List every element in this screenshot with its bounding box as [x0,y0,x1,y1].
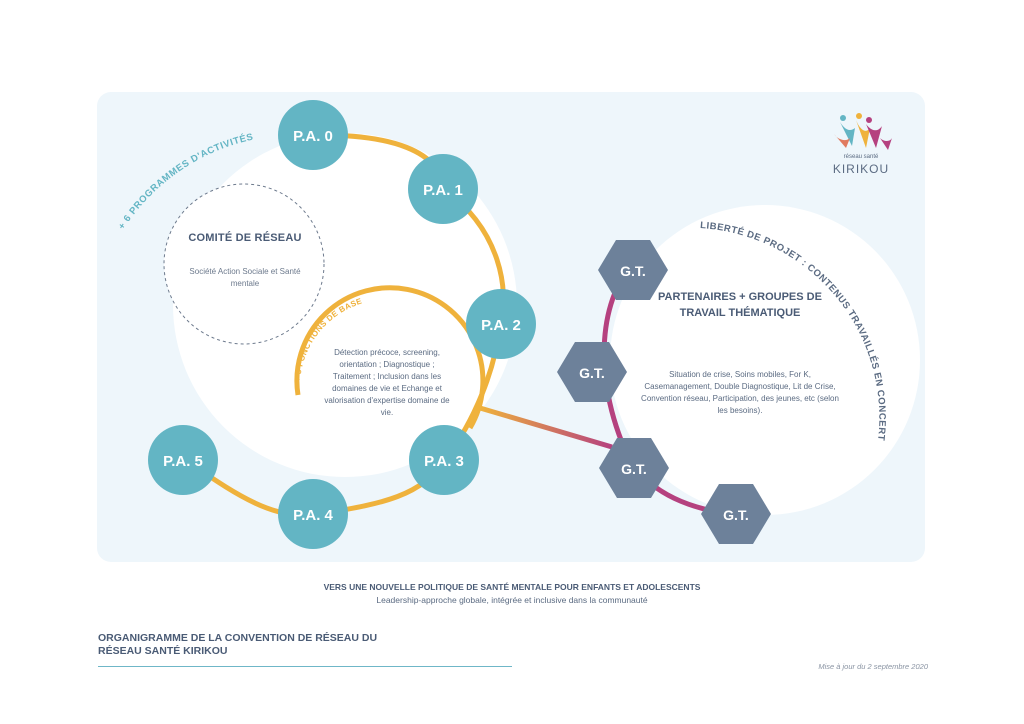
gt-node-1[interactable]: G.T. [557,342,627,402]
fonctions-arc [294,285,486,430]
title-underline [98,666,512,667]
pa-node-4[interactable]: P.A. 4 [278,479,348,549]
pa-node-label: P.A. 1 [423,182,463,199]
pa-node-label: P.A. 5 [163,453,203,470]
kirikou-logo-icon [834,113,892,150]
gt-node-label: G.T. [621,461,647,477]
partners-circle [610,205,920,515]
gt-node-label: G.T. [723,507,749,523]
link-connector [479,405,613,450]
pa-node-label: P.A. 2 [481,317,521,334]
pa-node-1[interactable]: P.A. 1 [408,154,478,224]
pa-node-5[interactable]: P.A. 5 [148,425,218,495]
footer-title: VERS UNE NOUVELLE POLITIQUE DE SANTÉ MEN… [323,582,701,592]
partners-description: Situation de crise, Soins mobiles, For K… [641,370,839,415]
comite-circle [163,183,325,345]
fonctions-description: Détection précoce, screening, orientatio… [324,348,450,417]
document-title: ORGANIGRAMME DE LA CONVENTION DE RÉSEAU … [98,632,378,657]
pa-node-3[interactable]: P.A. 3 [409,425,479,495]
comite-subtitle: Société Action Sociale et Santé mentale [189,267,301,288]
pa-node-2[interactable]: P.A. 2 [466,289,536,359]
gt-node-3[interactable]: G.T. [701,484,771,544]
update-note: Mise à jour du 2 septembre 2020 [818,662,928,671]
logo-line1: réseau santé [843,154,879,160]
gt-node-label: G.T. [579,365,605,381]
logo-line2: KIRIKOU [832,162,890,176]
pa-node-0[interactable]: P.A. 0 [278,100,348,170]
pa-node-label: P.A. 3 [424,453,464,470]
comite-title: COMITÉ DE RÉSEAU [188,232,302,244]
gt-node-label: G.T. [620,263,646,279]
partners-title: PARTENAIRES + GROUPES DE TRAVAIL THÉMATI… [658,291,822,319]
gt-node-0[interactable]: G.T. [598,240,668,300]
pa-node-label: P.A. 0 [293,128,333,145]
gt-node-2[interactable]: G.T. [599,438,669,498]
pa-node-label: P.A. 4 [293,507,333,524]
footer-subtitle: Leadership-approche globale, intégrée et… [376,595,648,605]
